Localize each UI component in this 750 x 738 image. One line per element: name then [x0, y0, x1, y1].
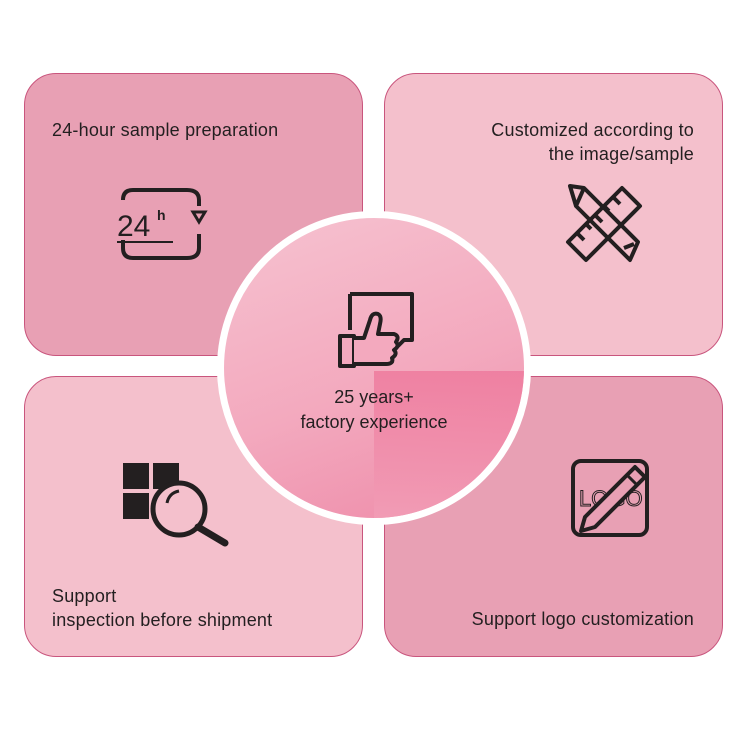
card-title: Customized according to the image/sample: [491, 120, 694, 164]
ruler-pencil-icon: [566, 184, 642, 262]
grid-magnifier-icon: [123, 463, 229, 547]
card-title: Support logo customization: [471, 609, 694, 629]
thumbs-up-icon: [338, 292, 414, 368]
card-sample-preparation: 24-hour sample preparation 24 h: [24, 73, 363, 356]
center-title: 25 years+ factory experience: [300, 387, 448, 432]
center-circle: 25 years+ factory experience: [217, 211, 531, 525]
card-title: 24-hour sample preparation: [52, 120, 279, 140]
card-title: Support inspection before shipment: [52, 586, 273, 630]
logo-pen-icon: LOGO: [571, 459, 649, 537]
center-accent-shape: [374, 371, 524, 518]
24h-clock-icon: 24 h: [117, 188, 208, 260]
card-customized: Customized according to the image/sample: [384, 73, 723, 356]
svg-text:h: h: [157, 207, 166, 223]
svg-text:24: 24: [117, 210, 150, 243]
